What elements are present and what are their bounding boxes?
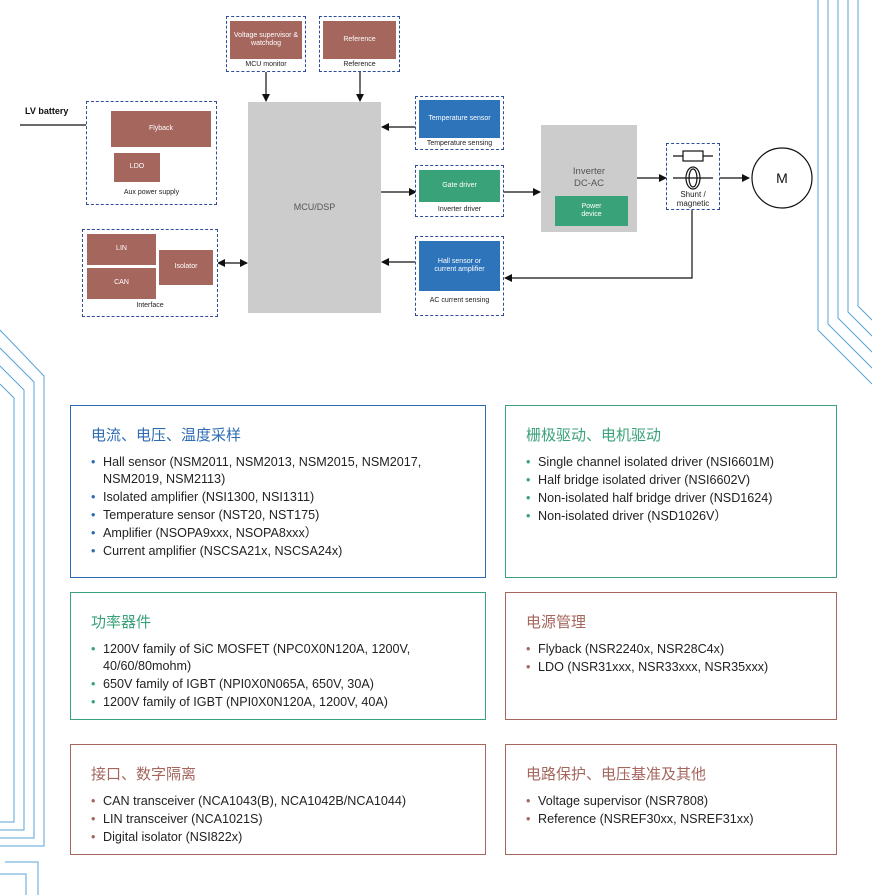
inverter-label-line2: DC-AC [573, 178, 605, 189]
card-sensing-title: 电流、电压、温度采样 [91, 426, 242, 444]
deco-line-left-6 [0, 873, 27, 895]
deco-line-right-2 [827, 0, 872, 369]
ac-current-sensing-caption: AC current sensing [429, 297, 490, 304]
list-item: 650V family of IGBT (NPI0X0N065A, 650V, … [91, 676, 425, 693]
mcu-monitor-caption: MCU monitor [245, 61, 287, 68]
card-power-devices-list: 1200V family of SiC MOSFET (NPC0X0N120A,… [91, 641, 425, 712]
motor-circle [751, 147, 813, 209]
temperature-sensor-block: Temperature sensor [419, 100, 500, 138]
list-item: Current amplifier (NSCSA21x, NSCSA24x) [91, 543, 477, 560]
deco-line-right-3 [837, 0, 872, 353]
arrow-shunt-feedback-to-hall [504, 210, 693, 282]
card-interface: 接口、数字隔离 CAN transceiver (NCA1043(B), NCA… [70, 744, 486, 855]
deco-line-right-1 [817, 0, 872, 385]
ldo-block: LDO [114, 153, 160, 182]
hall-sensor-block: Hall sensor or current amplifier [419, 241, 500, 291]
card-power-management-list: Flyback (NSR2240x, NSR28C4x) LDO (NSR31x… [526, 641, 828, 677]
list-item: Reference (NSREF30xx, NSREF31xx) [526, 811, 828, 828]
list-item: Half bridge isolated driver (NSI6602V) [526, 472, 828, 489]
list-item: LDO (NSR31xxx, NSR33xxx, NSR35xxx) [526, 659, 828, 676]
mcu-dsp-block: MCU/DSP [248, 102, 381, 313]
shunt-magnetic-caption: Shunt / magnetic [676, 190, 710, 209]
list-item: Isolated amplifier (NSI1300, NSI1311) [91, 489, 477, 506]
list-item: Non-isolated driver (NSD1026V） [526, 508, 828, 525]
list-item: Voltage supervisor (NSR7808) [526, 793, 828, 810]
lv-battery-label: LV battery [25, 106, 69, 116]
list-item: Temperature sensor (NST20, NST175) [91, 507, 477, 524]
temperature-sensing-caption: Temperature sensing [426, 140, 493, 147]
inverter-driver-caption: Inverter driver [437, 206, 482, 213]
can-block: CAN [87, 268, 156, 299]
card-interface-title: 接口、数字隔离 [91, 765, 197, 783]
diagram-connectors: M [20, 72, 813, 282]
deco-line-left-4 [0, 383, 15, 823]
inverter-label-line1: Inverter [572, 166, 606, 177]
reference-caption: Reference [343, 61, 376, 68]
gate-driver-block: Gate driver [419, 170, 500, 202]
list-item: CAN transceiver (NCA1043(B), NCA1042B/NC… [91, 793, 477, 810]
shunt-magnetic-group [666, 143, 720, 210]
list-item: 1200V family of IGBT (NPI0X0N120A, 1200V… [91, 694, 425, 711]
card-sensing: 电流、电压、温度采样 Hall sensor (NSM2011, NSM2013… [70, 405, 486, 578]
card-gate-driver-title: 栅极驱动、电机驱动 [526, 426, 662, 444]
list-item: 1200V family of SiC MOSFET (NPC0X0N120A,… [91, 641, 425, 675]
deco-line-left-5 [5, 861, 39, 895]
isolator-block: Isolator [159, 250, 213, 285]
deco-line-left-2 [0, 347, 35, 839]
card-gate-driver: 栅极驱动、电机驱动 Single channel isolated driver… [505, 405, 837, 578]
aux-power-caption: Aux power supply [123, 189, 180, 196]
list-item: Flyback (NSR2240x, NSR28C4x) [526, 641, 828, 658]
deco-line-right-4 [847, 0, 872, 337]
shunt-symbol [673, 150, 713, 190]
list-item: Single channel isolated driver (NSI6601M… [526, 454, 828, 471]
card-power-management: 电源管理 Flyback (NSR2240x, NSR28C4x) LDO (N… [505, 592, 837, 720]
flyback-block: Flyback [111, 111, 211, 147]
deco-line-left-3 [0, 365, 25, 831]
voltage-supervisor-block: Voltage supervisor & watchdog [230, 21, 302, 59]
list-item: Amplifier (NSOPA9xxx, NSOPA8xxx） [91, 525, 477, 542]
card-gate-driver-list: Single channel isolated driver (NSI6601M… [526, 454, 828, 526]
card-sensing-list: Hall sensor (NSM2011, NSM2013, NSM2015, … [91, 454, 477, 561]
interface-caption: Interface [136, 302, 164, 309]
deco-line-right-5 [857, 0, 872, 321]
list-item: Hall sensor (NSM2011, NSM2013, NSM2015, … [91, 454, 477, 488]
list-item: Digital isolator (NSI822x) [91, 829, 477, 846]
motor-label: M [776, 170, 788, 186]
list-item: LIN transceiver (NCA1021S) [91, 811, 477, 828]
card-protection-list: Voltage supervisor (NSR7808) Reference (… [526, 793, 828, 829]
card-power-devices: 功率器件 1200V family of SiC MOSFET (NPC0X0N… [70, 592, 486, 720]
card-interface-list: CAN transceiver (NCA1043(B), NCA1042B/NC… [91, 793, 477, 847]
card-power-management-title: 电源管理 [526, 613, 587, 631]
card-power-devices-title: 功率器件 [91, 613, 152, 631]
deco-line-left-1 [0, 329, 45, 847]
card-protection-title: 电路保护、电压基准及其他 [526, 765, 707, 783]
card-protection: 电路保护、电压基准及其他 Voltage supervisor (NSR7808… [505, 744, 837, 855]
list-item: Non-isolated half bridge driver (NSD1624… [526, 490, 828, 507]
lin-block: LIN [87, 234, 156, 265]
reference-block: Reference [323, 21, 396, 59]
power-device-block: Power device [555, 196, 628, 226]
